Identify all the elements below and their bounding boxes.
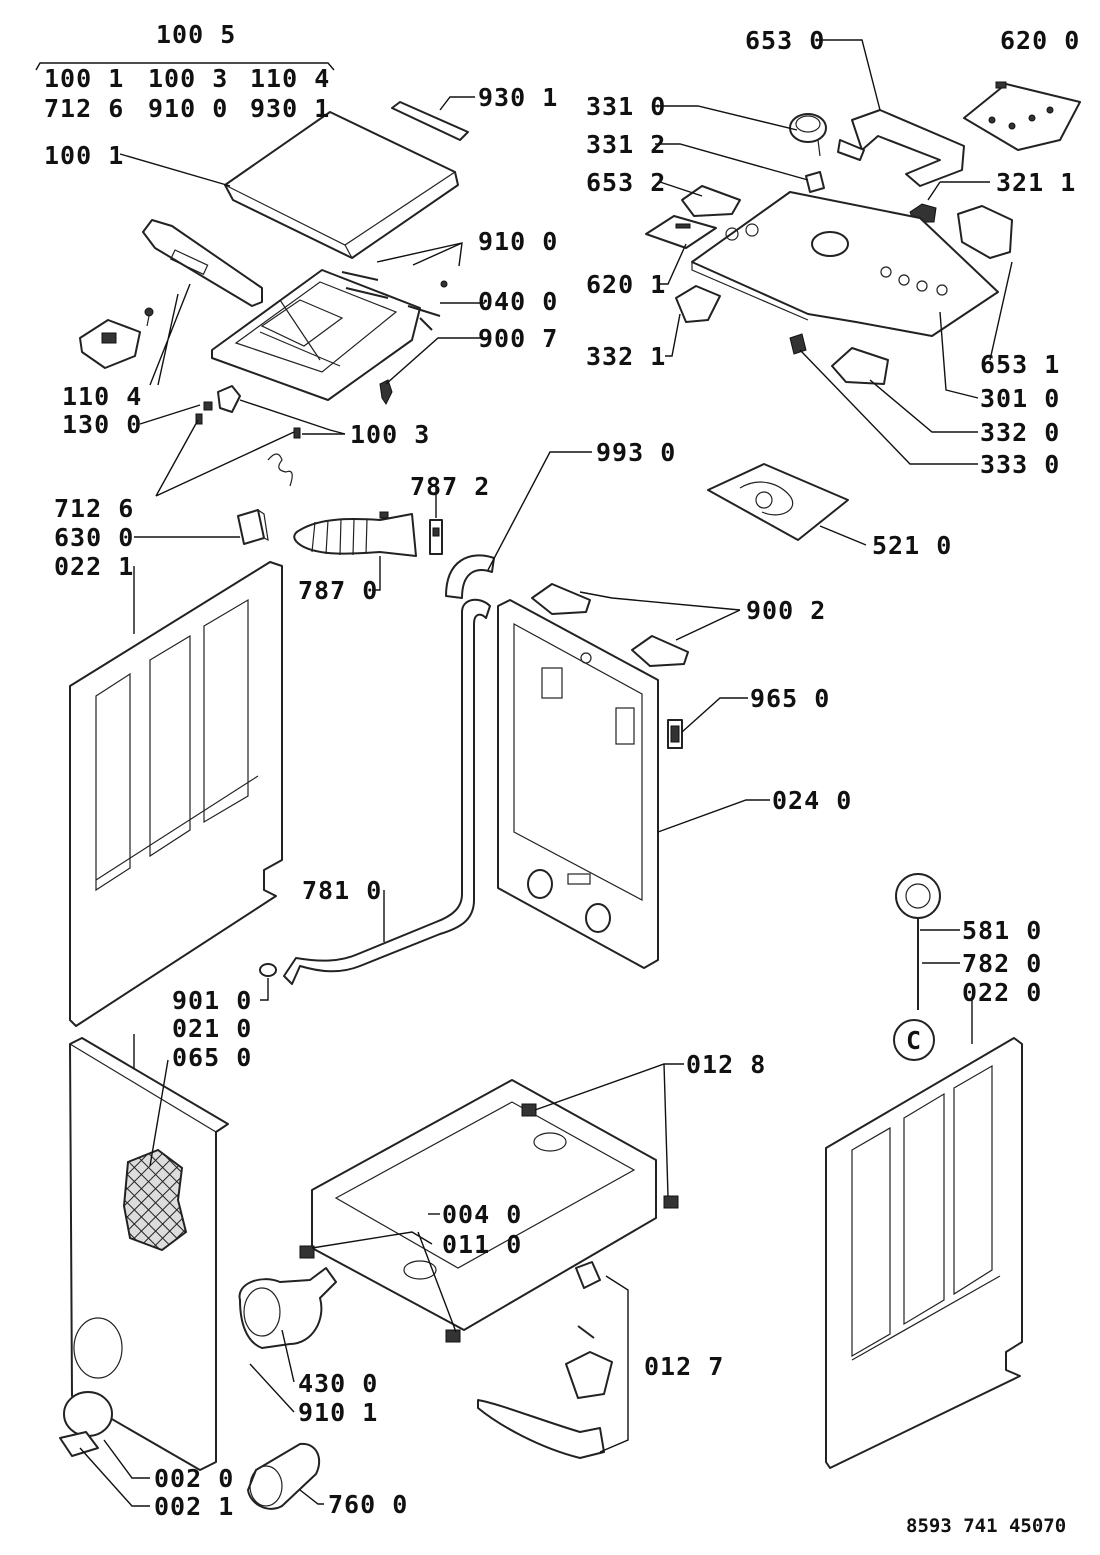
part-002-0-service-door <box>59 1391 113 1457</box>
label-100-3: 100 3 <box>148 64 228 93</box>
part-100-1-top-lid <box>224 111 459 259</box>
label-760-0: 760 0 <box>328 1490 408 1519</box>
part-653-0-bracket <box>837 109 965 187</box>
label-787-0: 787 0 <box>298 576 378 605</box>
part-630-0-block <box>237 509 269 545</box>
part-521-0-electronics-board <box>707 463 849 541</box>
part-333-0 <box>789 333 807 355</box>
part-024-0-rear-panel <box>497 599 659 969</box>
label-022-0: 022 0 <box>962 978 1042 1007</box>
label-110-4: 110 4 <box>62 382 142 411</box>
label-910-0: 910 0 <box>478 227 558 256</box>
label-301-0: 301 0 <box>980 384 1060 413</box>
part-331-0-knob <box>789 113 827 157</box>
label-712-6: 712 6 <box>54 494 134 523</box>
part-331-2-insert <box>805 171 825 193</box>
part-004-0-base-frame <box>299 1079 679 1343</box>
label-620-1: 620 1 <box>586 270 666 299</box>
part-012-7-feet-assembly <box>477 1261 613 1459</box>
label-021-0: 021 0 <box>172 1014 252 1043</box>
connector-c: C <box>893 1019 935 1061</box>
label-002-0: 002 0 <box>154 1464 234 1493</box>
label-065-0: 065 0 <box>172 1043 252 1072</box>
label-333-0: 333 0 <box>980 450 1060 479</box>
label-712-6: 712 6 <box>44 94 124 123</box>
part-screw <box>144 307 154 327</box>
label-900-2: 900 2 <box>746 596 826 625</box>
label-782-0: 782 0 <box>962 949 1042 978</box>
part-top-frame <box>211 269 421 401</box>
label-110-4: 110 4 <box>250 64 330 93</box>
part-620-0-board <box>963 81 1081 151</box>
label-521-0: 521 0 <box>872 531 952 560</box>
part-787-2-connector <box>429 519 443 555</box>
label-022-1: 022 1 <box>54 552 134 581</box>
part-332-1-buttons <box>675 285 721 323</box>
part-653-1 <box>957 205 1013 259</box>
part-900-2-brackets <box>531 583 689 667</box>
label-100-1: 100 1 <box>44 64 124 93</box>
part-130-0-hinge <box>203 385 241 413</box>
part-430-0-pump <box>238 1267 337 1349</box>
label-901-0: 901 0 <box>172 986 252 1015</box>
part-022-0-side-panel-right <box>825 1037 1023 1469</box>
label-993-0: 993 0 <box>596 438 676 467</box>
label-653-0: 653 0 <box>745 26 825 55</box>
label-331-2: 331 2 <box>586 130 666 159</box>
label-900-7: 900 7 <box>478 324 558 353</box>
part-301-0-control-panel <box>691 191 999 337</box>
label-630-0: 630 0 <box>54 523 134 552</box>
part-pins <box>341 271 448 331</box>
document-number: 8593 741 45070 <box>906 1515 1066 1537</box>
part-993-0-elbow <box>445 554 495 599</box>
label-004-0: 004 0 <box>442 1200 522 1229</box>
part-901-0-cap <box>259 963 277 977</box>
label-002-1: 002 1 <box>154 1492 234 1521</box>
part-065-0-mesh <box>122 1148 188 1252</box>
label-100-3: 100 3 <box>350 420 430 449</box>
label-653-1: 653 1 <box>980 350 1060 379</box>
label-653-2: 653 2 <box>586 168 666 197</box>
part-022-1-side-panel-left <box>69 561 283 1027</box>
label-965-0: 965 0 <box>750 684 830 713</box>
label-910-0: 910 0 <box>148 94 228 123</box>
label-930-1: 930 1 <box>250 94 330 123</box>
label-012-8: 012 8 <box>686 1050 766 1079</box>
label-620-0: 620 0 <box>1000 26 1080 55</box>
part-620-1-display-board <box>645 215 717 249</box>
part-110-4-handle <box>79 319 141 369</box>
part-781-0-drain-hose <box>283 598 491 985</box>
label-910-1: 910 1 <box>298 1398 378 1427</box>
label-040-0: 040 0 <box>478 287 558 316</box>
label-100-5: 100 5 <box>156 20 236 49</box>
label-930-1: 930 1 <box>478 83 558 112</box>
label-024-0: 024 0 <box>772 786 852 815</box>
part-653-2-button-holder <box>681 185 741 217</box>
part-930-1-strip <box>391 101 469 141</box>
label-787-2: 787 2 <box>410 472 490 501</box>
label-430-0: 430 0 <box>298 1369 378 1398</box>
part-965-0-clip <box>667 719 683 749</box>
label-321-1: 321 1 <box>996 168 1076 197</box>
label-781-0: 781 0 <box>302 876 382 905</box>
part-760-0-filter <box>247 1442 321 1510</box>
label-011-0: 011 0 <box>442 1230 522 1259</box>
part-712-6-pins <box>195 413 301 487</box>
part-581-0-pressure-switch <box>895 873 941 1010</box>
part-labels: 100 5 100 1 100 3 110 4 712 6 910 0 930 … <box>44 20 1080 1537</box>
part-900-7-clip <box>379 379 393 405</box>
part-787-0-hose <box>293 511 417 557</box>
label-332-0: 332 0 <box>980 418 1060 447</box>
label-130-0: 130 0 <box>62 410 142 439</box>
leader-lines <box>35 39 1013 1507</box>
part-110-4-front-trim <box>142 219 263 307</box>
part-332-0-buttons <box>831 347 889 385</box>
label-100-1: 100 1 <box>44 141 124 170</box>
label-331-0: 331 0 <box>586 92 666 121</box>
label-581-0: 581 0 <box>962 916 1042 945</box>
connector-c-label: C <box>906 1026 922 1055</box>
label-012-7: 012 7 <box>644 1352 724 1381</box>
label-332-1: 332 1 <box>586 342 666 371</box>
